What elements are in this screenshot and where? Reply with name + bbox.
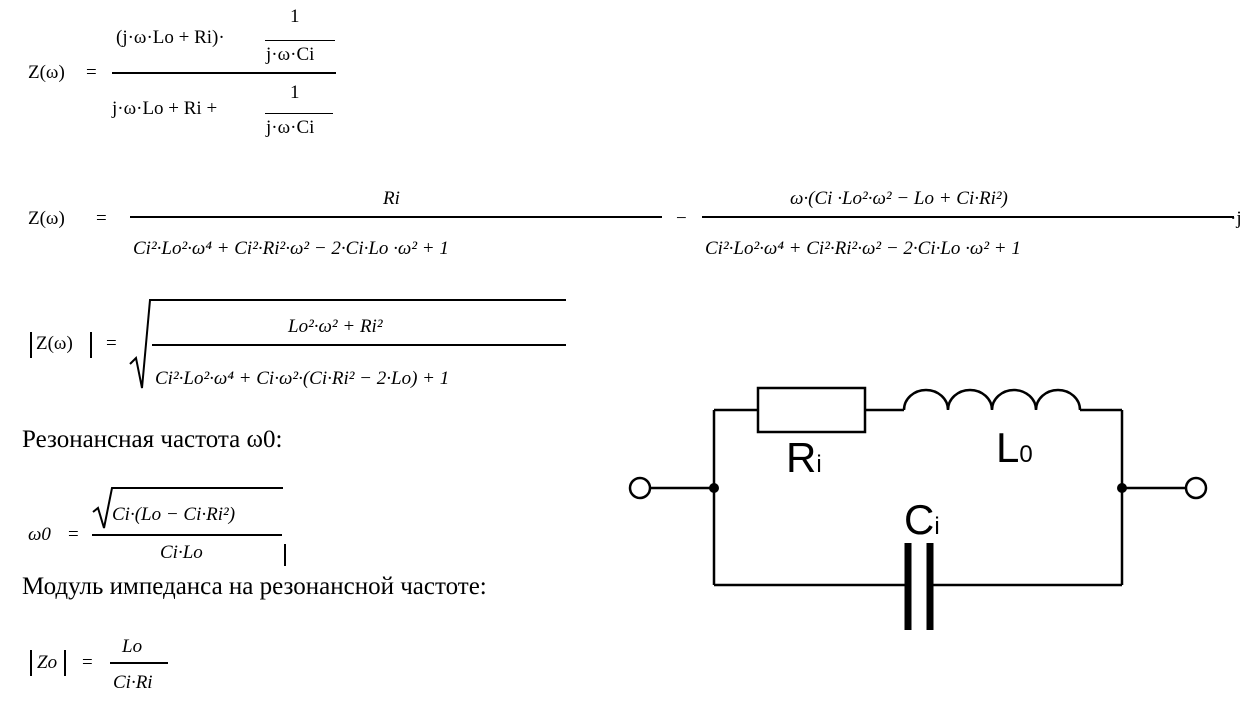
- heading-impedance-at-resonance: Модуль импеданса на резонансной частоте:: [22, 573, 487, 600]
- formula1-numerator: (j·ω·Lo + Ri)·: [116, 27, 225, 48]
- formula2-imag-fraction-bar: [702, 216, 1234, 218]
- capacitor-label-main: C: [904, 496, 935, 543]
- formula2-real-fraction-bar: [130, 216, 662, 218]
- resistor-label-main: R: [786, 434, 817, 481]
- resistor-symbol: [756, 386, 867, 434]
- formula4-equals: =: [68, 524, 79, 545]
- formula1-denominator: j·ω·Lo + Ri +: [112, 98, 218, 119]
- formula2-real-denominator: Ci²·Lo²·ω⁴ + Ci²·Ri²·ω² − 2·Ci·Lo ·ω² + …: [133, 238, 449, 259]
- formula2-real-numerator: Ri: [383, 188, 400, 209]
- formula3-fraction-bar: [152, 344, 566, 346]
- inductor-label: L0: [996, 424, 1033, 472]
- output-terminal: [1184, 476, 1208, 500]
- resistor-label-subscript: i: [816, 451, 822, 478]
- formula5-numerator: Lo: [122, 636, 143, 657]
- inductor-label-main: L: [996, 424, 1020, 471]
- formula1-inner-denominator-top: j·ω·Ci: [266, 44, 315, 65]
- formula3-abs-right: [90, 332, 92, 358]
- formula4-denominator: Ci·Lo: [160, 542, 203, 563]
- formula3-numerator: Lo²·ω² + Ri²: [288, 316, 383, 337]
- capacitor-label: Ci: [904, 496, 940, 544]
- formula4-numerator: Ci·(Lo − Ci·Ri²): [112, 504, 236, 525]
- inductor-label-subscript: 0: [1019, 441, 1033, 468]
- formula5-abs-left: [30, 650, 32, 676]
- formula5-denominator: Ci·Ri: [113, 672, 153, 693]
- formula2-lhs: Z(ω): [28, 208, 65, 229]
- formula1-equals: =: [86, 62, 97, 83]
- formula3-abs-left: [30, 332, 32, 358]
- formula5-equals: =: [82, 652, 93, 673]
- formula1-inner-denominator-bottom: j·ω·Ci: [266, 117, 315, 138]
- formula5-fraction-bar: [110, 662, 168, 664]
- formula2-equals: =: [96, 208, 107, 229]
- formula3-lhs: Z(ω): [36, 333, 73, 354]
- formula5-abs-right: [64, 650, 66, 676]
- formula2-minus: −: [676, 208, 687, 229]
- input-terminal: [628, 476, 652, 500]
- text-cursor: [284, 544, 286, 566]
- formula1-lhs: Z(ω): [28, 62, 65, 83]
- formula5-lhs: Zo: [37, 652, 58, 673]
- formula2-imag-denominator: Ci²·Lo²·ω⁴ + Ci²·Ri²·ω² − 2·Ci·Lo ·ω² + …: [705, 238, 1021, 259]
- formula4-lhs: ω0: [28, 524, 51, 545]
- formula1-denominator-one: 1: [290, 82, 300, 103]
- formula3-equals: =: [106, 333, 117, 354]
- formula2-imag-numerator: ω·(Ci ·Lo²·ω² − Lo + Ci·Ri²): [790, 188, 1008, 209]
- formula1-inner-fraction-bar-bottom: [265, 113, 333, 114]
- formula4-fraction-bar: [92, 534, 282, 536]
- capacitor-label-subscript: i: [934, 513, 940, 540]
- inductor-symbol: [902, 388, 1082, 411]
- formula2-imaginary-unit: ·j: [1230, 208, 1242, 229]
- resistor-label: Ri: [786, 434, 822, 482]
- formula1-main-fraction-bar: [112, 72, 336, 74]
- formula1-inner-fraction-bar-top: [265, 40, 335, 41]
- heading-resonant-frequency: Резонансная частота ω0:: [22, 426, 283, 453]
- formula1-numerator-one: 1: [290, 6, 300, 27]
- formula3-denominator: Ci²·Lo²·ω⁴ + Ci·ω²·(Ci·Ri² − 2·Lo) + 1: [155, 368, 450, 389]
